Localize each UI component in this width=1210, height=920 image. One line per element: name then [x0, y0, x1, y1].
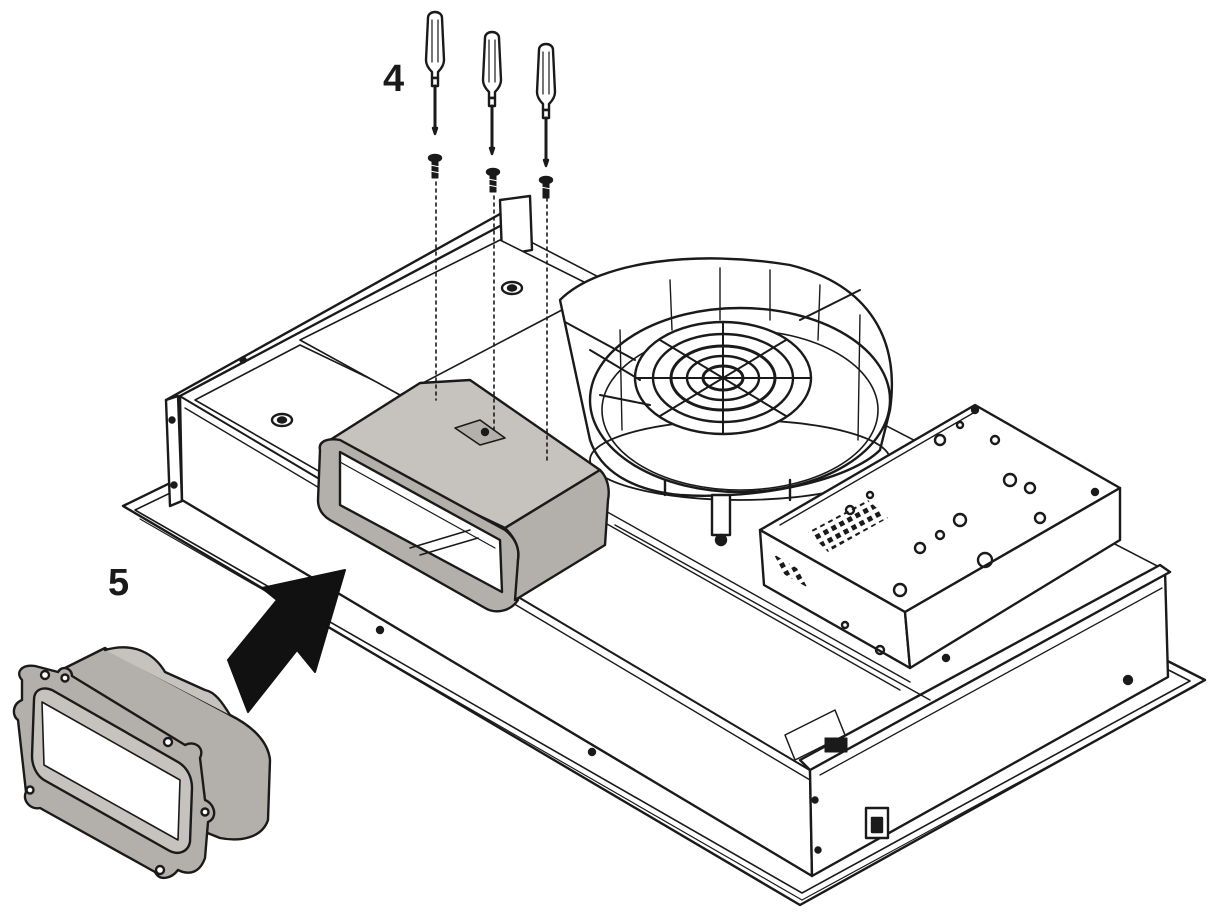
step-number-4: 4 — [383, 58, 405, 100]
screw-guide-lines — [435, 181, 548, 461]
screwdriver-icon — [535, 42, 557, 168]
control-box — [758, 403, 1122, 670]
push-arrow-icon — [227, 569, 346, 713]
screws — [427, 153, 554, 199]
screw-icon — [485, 167, 501, 193]
screwdrivers — [424, 10, 557, 168]
blower-fan — [558, 257, 894, 547]
duct-adapter-loose — [12, 646, 272, 880]
screw-icon — [427, 153, 443, 179]
step-number-5: 5 — [108, 562, 130, 604]
duct-adapter-installed — [316, 378, 610, 613]
screwdriver-icon — [481, 30, 503, 156]
screwdriver-icon — [424, 10, 446, 136]
screw-icon — [538, 175, 554, 199]
